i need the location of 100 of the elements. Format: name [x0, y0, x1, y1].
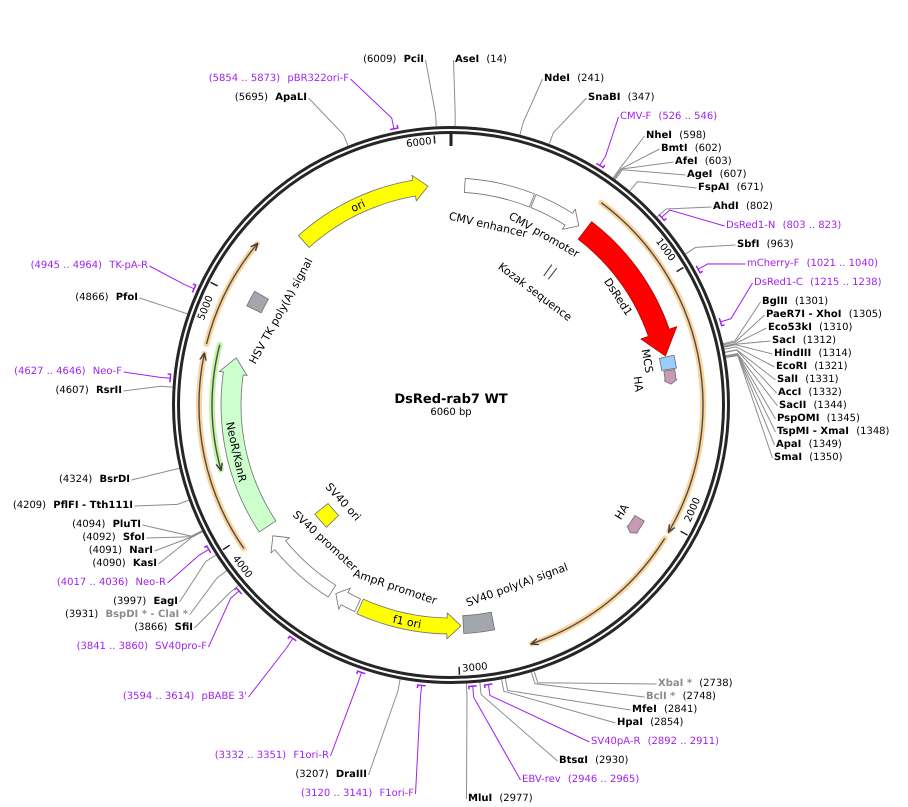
leader-line	[453, 60, 456, 127]
enzyme-site-label: (3866) SfiI	[134, 622, 193, 634]
enzyme-site-label: BmtI (602)	[661, 143, 722, 155]
leader-line	[695, 263, 746, 274]
enzyme-site-label: (4607) RsrII	[56, 385, 122, 397]
enzyme-site-label: (3931) BspDI * - ClaI *	[65, 609, 188, 621]
enzyme-site-label: AccI (1332)	[778, 387, 842, 399]
primer-label: (5854 .. 5873) pBR322ori-F	[208, 73, 349, 85]
feature-box	[658, 354, 678, 372]
leader-line	[725, 354, 776, 432]
feature-label: MCS	[638, 348, 656, 374]
feature-label: HA	[612, 502, 632, 522]
feature-box	[461, 611, 496, 635]
feature-box	[245, 290, 270, 314]
enzyme-site-label: (6009) PciI	[363, 54, 424, 66]
enzyme-site-label: (4092) SfoI	[82, 532, 145, 544]
leader-line	[139, 298, 188, 314]
enzyme-site-label: XbaI * (2738)	[658, 678, 733, 690]
leader-line	[131, 468, 180, 480]
feature-bar	[463, 177, 536, 208]
leader-line	[330, 670, 366, 756]
leader-line	[724, 349, 776, 380]
enzyme-site-label: AgeI (607)	[687, 169, 746, 181]
enzyme-site-label: HindIII (1314)	[774, 348, 852, 360]
leader-line	[504, 678, 631, 710]
enzyme-site-label: EcoRI (1321)	[776, 361, 848, 373]
scale-label: 3000	[462, 661, 488, 675]
leader-line	[415, 684, 426, 794]
enzyme-site-label: SalI (1331)	[777, 374, 839, 386]
leader-line	[548, 98, 587, 144]
leader-line	[723, 340, 771, 348]
leader-line	[466, 683, 468, 800]
enzyme-site-label: MluI (2977)	[468, 793, 533, 805]
leader-line	[134, 500, 190, 506]
leader-line	[722, 314, 765, 346]
enzyme-site-label: TspMI - XmaI (1348)	[777, 426, 890, 438]
enzyme-site-label: Eco53kI (1310)	[768, 322, 852, 334]
primer-label: EBV-rev (2946 .. 2965)	[522, 774, 640, 786]
leader-line	[520, 78, 543, 136]
enzyme-site-label: AfeI (603)	[675, 156, 732, 168]
leader-line	[612, 136, 645, 178]
enzyme-site-label: BtsαI (2930)	[559, 755, 628, 767]
enzyme-site-label: (3997) EagI	[113, 596, 178, 608]
plasmid-name: DsRed-rab7 WT	[394, 392, 508, 407]
primer-label: (4627 .. 4646) Neo-F	[14, 366, 122, 378]
leader-line	[723, 344, 773, 354]
leader-line	[501, 678, 616, 724]
leader-line	[723, 328, 767, 347]
enzyme-site-label: HpaI (2854)	[617, 717, 684, 729]
primer-label: (3332 .. 3351) F1ori-R	[214, 750, 329, 762]
leader-line	[629, 181, 697, 192]
primer-label: SV40pA-R (2892 .. 2911)	[591, 736, 720, 748]
leader-line	[724, 350, 777, 394]
feature-label: HA	[630, 375, 646, 392]
leader-line	[530, 672, 645, 698]
primer-label: mCherry-F (1021 .. 1040)	[747, 258, 878, 270]
enzyme-site-label: ApaI (1349)	[776, 439, 842, 451]
leader-line	[722, 302, 761, 344]
enzyme-site-label: PaeR7I - XhoI (1305)	[766, 309, 882, 321]
leader-line	[179, 554, 216, 602]
leader-line	[658, 210, 725, 226]
leader-line	[484, 683, 590, 742]
feature-segment	[661, 368, 679, 386]
leader-line	[534, 670, 657, 684]
leader-line	[158, 531, 203, 564]
enzyme-site-label: (3207) DraIII	[295, 769, 367, 781]
leader-line	[724, 346, 775, 368]
leader-line	[725, 353, 778, 406]
leader-line	[123, 372, 172, 384]
scale-label: 2000	[683, 496, 704, 524]
leader-line	[725, 354, 775, 446]
leader-line	[194, 585, 239, 628]
leader-line	[656, 206, 712, 218]
enzyme-site-label: SbfI (963)	[737, 239, 794, 251]
enzyme-site-label: BglII (1301)	[762, 296, 828, 308]
scale-label: 5000	[196, 294, 216, 322]
leader-line	[614, 162, 674, 180]
enzyme-site-label: SmaI (1350)	[774, 452, 843, 464]
primer-label: (3841 .. 3860) SV40pro-F	[76, 641, 207, 653]
leader-line	[154, 531, 203, 552]
primer-label: (4945 .. 4964) TK-pA-R	[30, 260, 148, 272]
leader-line	[718, 282, 753, 326]
leader-line	[142, 524, 202, 537]
primer-label: (4017 .. 4036) Neo-R	[56, 577, 166, 589]
enzyme-site-label: AhdI (802)	[713, 201, 773, 213]
leader-line	[425, 60, 437, 127]
scale-label: 6000	[406, 136, 432, 150]
leader-line	[308, 98, 348, 146]
enzyme-site-label: AseI (14)	[455, 54, 507, 66]
leader-line	[596, 116, 619, 168]
leader-line	[189, 570, 228, 616]
leader-line	[614, 169, 686, 180]
double-line-marker	[541, 262, 560, 282]
leader-line	[685, 244, 736, 254]
enzyme-site-label: (4090) KasI	[92, 558, 157, 570]
enzyme-site-label: BclI * (2748)	[646, 691, 716, 703]
leader-line	[208, 587, 242, 648]
leader-line	[248, 636, 297, 698]
leader-line	[479, 682, 558, 762]
leader-line	[614, 148, 660, 180]
